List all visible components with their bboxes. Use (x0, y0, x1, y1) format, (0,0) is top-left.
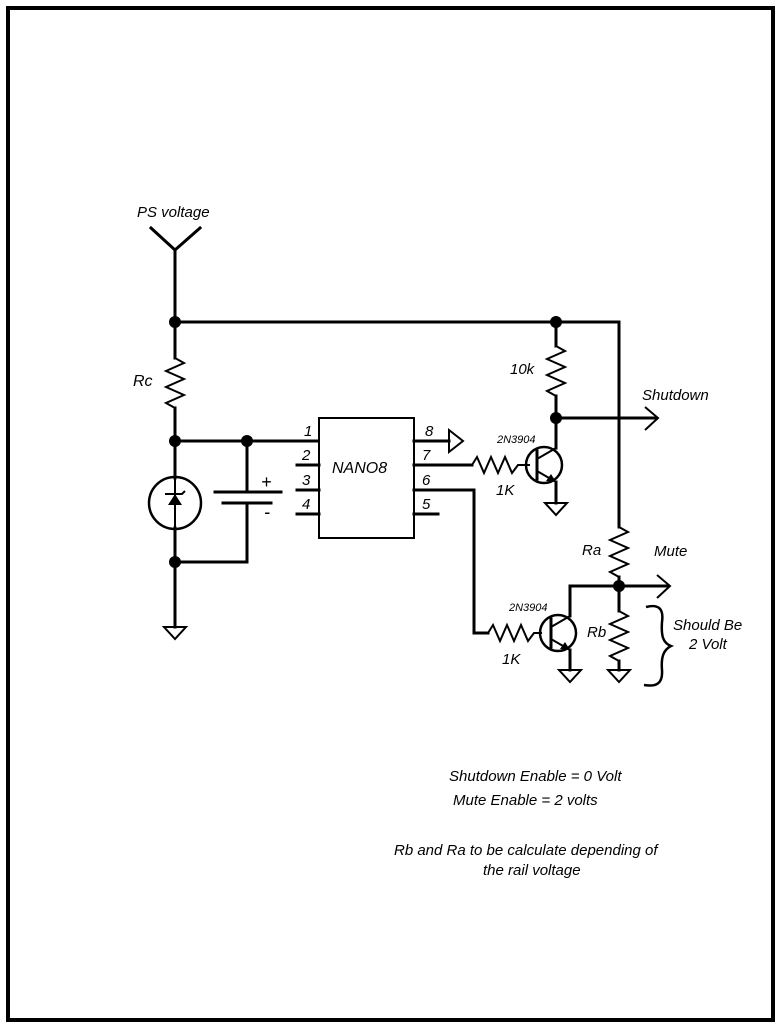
pin-4-label: 4 (302, 496, 310, 513)
q2-base-res-label: 1K (502, 651, 521, 668)
capacitor (213, 439, 283, 564)
pin-3-label: 3 (302, 472, 311, 489)
rb-ra-note-line1: Rb and Ra to be calculate depending of (394, 842, 659, 859)
ps-voltage-label: PS voltage (137, 204, 210, 221)
should-be-brace (643, 604, 675, 687)
q1-base-resistor (471, 454, 530, 476)
ra-label: Ra (582, 542, 601, 559)
q1-part-label: 2N3904 (496, 434, 536, 446)
q2-transistor (538, 584, 584, 684)
pin6-to-q2-wire (472, 488, 490, 635)
rb-label: Rb (587, 624, 606, 641)
pin-8-label: 8 (425, 423, 434, 440)
mute-enable-note: Mute Enable = 2 volts (453, 792, 598, 809)
ps-input-arrow (148, 225, 203, 324)
mute-label: Mute (654, 543, 687, 560)
ra-resistor (607, 526, 631, 613)
nano8-chip (295, 417, 476, 539)
chip-name: NANO8 (332, 460, 387, 477)
rb-resistor (605, 610, 633, 684)
q1-transistor (524, 439, 570, 517)
pin-1-label: 1 (304, 423, 312, 440)
junction-dot (613, 580, 625, 592)
pin8-ground-symbol (448, 427, 465, 455)
q1-base-res-label: 1K (496, 482, 515, 499)
pin-5-label: 5 (422, 496, 431, 513)
shutdown-enable-note: Shutdown Enable = 0 Volt (449, 768, 622, 785)
junction-dot (169, 435, 181, 447)
rb-ra-note-line2: the rail voltage (483, 862, 581, 879)
rc-label: Rc (133, 373, 153, 390)
pin-7-label: 7 (422, 447, 431, 464)
q2-base-resistor (487, 622, 542, 644)
junction-dot (550, 316, 562, 328)
shutdown-output-arrow (554, 406, 660, 431)
page-frame (6, 6, 775, 1022)
pin-6-label: 6 (422, 472, 431, 489)
should-be-label-2: 2 Volt (688, 636, 728, 653)
left-ground-symbol (161, 560, 189, 641)
junction-dot (241, 435, 253, 447)
zener-diode (147, 439, 203, 564)
r10k-label: 10k (510, 361, 536, 378)
q2-part-label: 2N3904 (508, 602, 548, 614)
junction-dot (169, 316, 181, 328)
cap-plus-label: + (261, 472, 272, 492)
junction-dot (169, 556, 181, 568)
pin-2-label: 2 (301, 447, 311, 464)
cap-minus-label: - (264, 502, 270, 522)
rc-resistor (163, 320, 187, 443)
shutdown-label: Shutdown (642, 387, 709, 404)
junction-dot (550, 412, 562, 424)
should-be-label-1: Should Be (673, 617, 742, 634)
